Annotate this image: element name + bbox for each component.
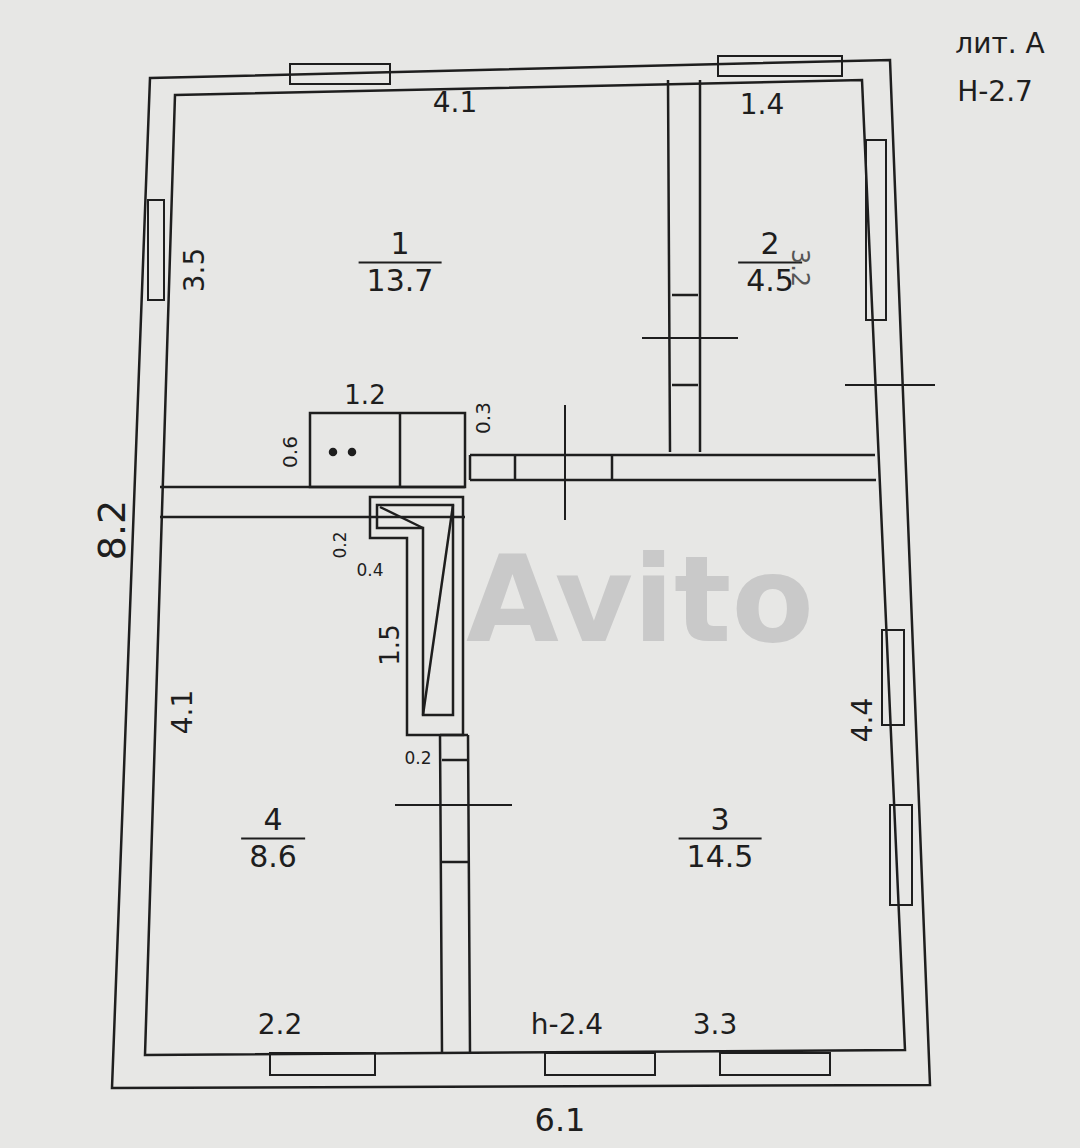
- outer-wall: [112, 60, 930, 1088]
- stove: [330, 449, 336, 455]
- dimension-label: 0.3: [473, 402, 493, 434]
- dimension-label: Н-2.7: [957, 78, 1033, 106]
- chimney: [377, 505, 453, 715]
- dimension-label: 3.5: [181, 248, 209, 293]
- inner-wall: [145, 80, 905, 1055]
- dimension-label: 1.2: [344, 382, 385, 408]
- dimension-label: 0.4: [356, 562, 383, 579]
- door-mark: [395, 338, 935, 805]
- chimney: [370, 497, 463, 735]
- stove: [399, 413, 402, 487]
- partition-wall: [470, 455, 876, 480]
- stove: [310, 413, 465, 487]
- dimension-label: 3.2: [788, 249, 812, 287]
- partition-wall: [160, 487, 465, 517]
- dimension-label: 0.2: [332, 531, 349, 558]
- room-label: 113.7: [359, 227, 442, 298]
- dimension-label: 4.1: [433, 89, 478, 117]
- door-opening: [515, 455, 612, 480]
- room-area: 13.7: [359, 263, 442, 298]
- room-label: 48.6: [241, 803, 305, 874]
- dimension-label: 8.2: [93, 500, 131, 560]
- dimension-label: 3.3: [693, 1011, 738, 1039]
- room-area: 14.5: [679, 839, 762, 874]
- room-label: 314.5: [679, 803, 762, 874]
- stove: [349, 449, 355, 455]
- window: [148, 56, 912, 1075]
- dimension-label: 1.4: [740, 91, 785, 119]
- dimension-label: 1.5: [377, 624, 403, 665]
- partition-wall: [440, 735, 470, 1052]
- room-number: 3: [679, 803, 762, 840]
- dimension-label: 0.6: [280, 436, 300, 468]
- dimension-label: 4.1: [169, 690, 197, 735]
- dimension-label: 2.2: [258, 1011, 303, 1039]
- dimension-label: 4.4: [849, 698, 877, 743]
- dimension-label: 0.2: [404, 750, 431, 767]
- room-area: 8.6: [241, 839, 305, 874]
- watermark: Avito: [466, 540, 814, 660]
- chimney: [380, 505, 453, 715]
- room-number: 1: [359, 227, 442, 264]
- dimension-label: 6.1: [535, 1104, 586, 1136]
- dimension-label: h-2.4: [531, 1011, 603, 1039]
- door-opening: [442, 760, 468, 862]
- room-number: 4: [241, 803, 305, 840]
- dimension-label: лит. А: [955, 30, 1044, 58]
- door-opening: [672, 295, 698, 385]
- partition-wall: [668, 80, 700, 452]
